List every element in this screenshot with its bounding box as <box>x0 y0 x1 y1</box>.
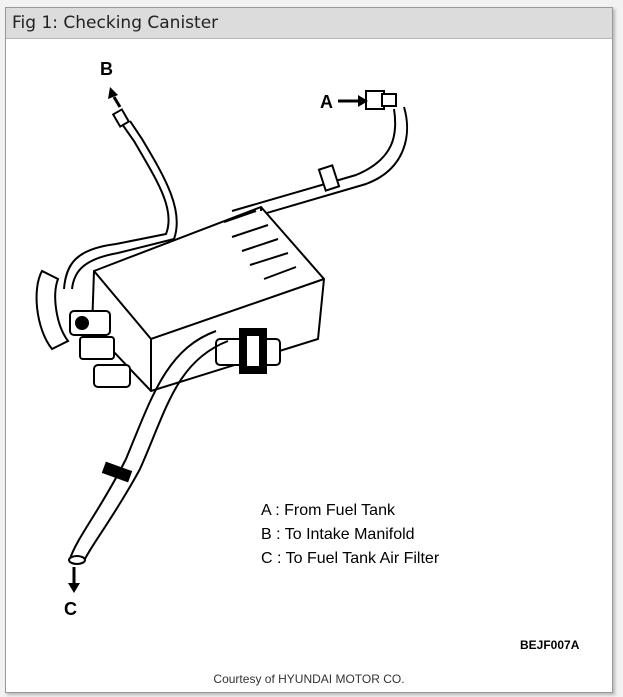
arrow-b <box>108 87 122 108</box>
figure-caption: Courtesy of HYUNDAI MOTOR CO. <box>213 672 405 686</box>
hose-from-fuel-tank <box>231 90 409 223</box>
legend-item-b: B : To Intake Manifold <box>261 526 415 543</box>
figure-frame: Fig 1: Checking Canister <box>5 7 613 693</box>
arrow-a <box>338 95 368 107</box>
hose-to-air-filter <box>68 330 229 565</box>
figure-code: BEJF007A <box>520 638 580 652</box>
label-b: B <box>100 59 113 79</box>
hose-to-intake-manifold <box>63 108 178 290</box>
figure-title-bar: Fig 1: Checking Canister <box>6 8 612 39</box>
figure-title: Fig 1: Checking Canister <box>12 13 219 33</box>
legend-item-c: C : To Fuel Tank Air Filter <box>261 550 440 567</box>
legend: A : From Fuel Tank B : To Intake Manifol… <box>261 502 440 567</box>
legend-item-a: A : From Fuel Tank <box>261 502 396 519</box>
canister-diagram: A B C A : From Fuel Tank B : To Intake M… <box>35 59 580 652</box>
canister-fittings <box>35 269 281 388</box>
label-c: C <box>64 599 77 619</box>
canister-body <box>90 205 326 393</box>
arrow-c <box>68 567 80 593</box>
label-a: A <box>320 92 333 112</box>
